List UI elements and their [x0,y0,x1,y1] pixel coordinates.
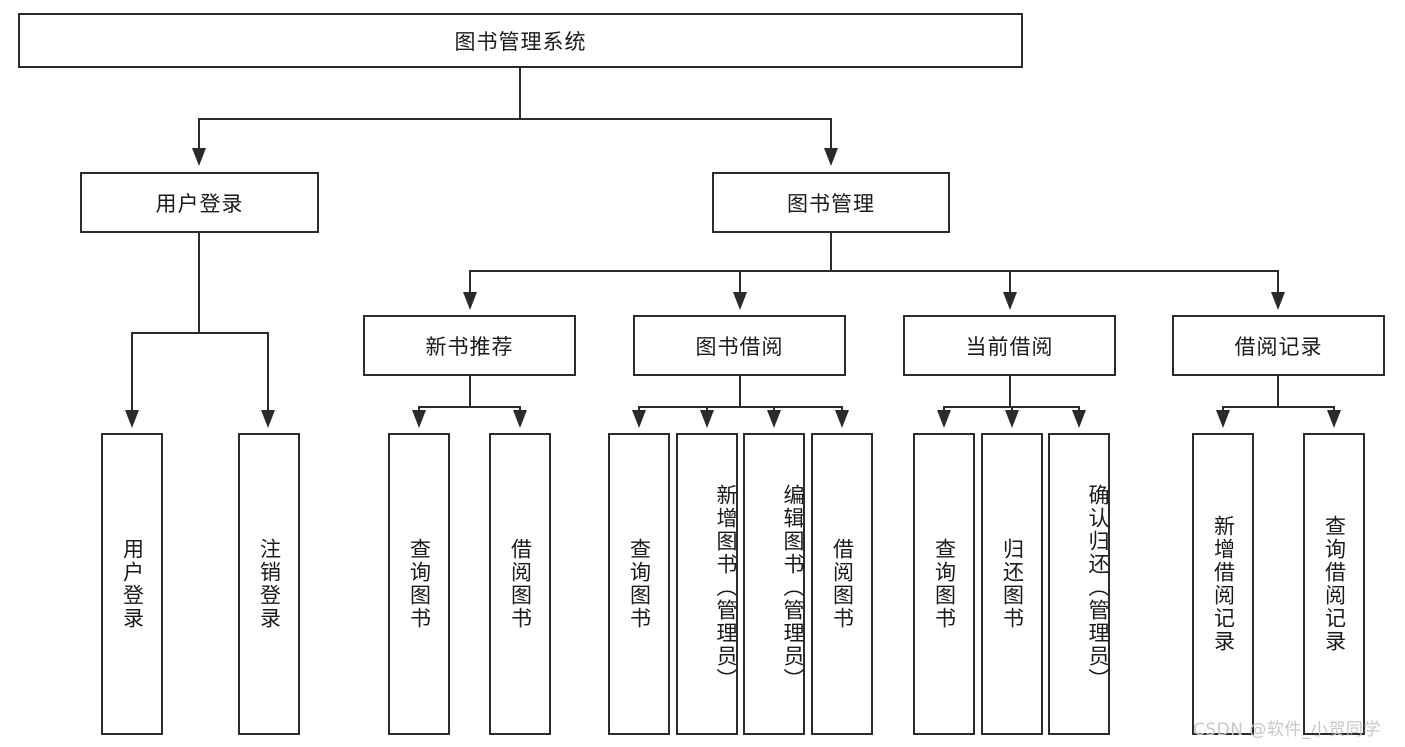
node-label: 用户登录 [120,538,145,630]
arrow-current-borrow-leaf-3 [1072,410,1086,428]
node-label: 确认归还（管理员） [1086,483,1110,691]
edge-book-mgmt-drop-1 [469,270,471,294]
edge-current-borrow-bus [943,406,1078,408]
node-borrow-record[interactable]: 借阅记录 [1172,315,1385,376]
node-label: 用户登录 [155,191,244,216]
edge-root-stem [519,68,521,119]
edge-book-mgmt-bus [469,270,1279,272]
edge-user-login-drop-1 [131,332,133,412]
edge-book-mgmt-stem [830,233,832,272]
leaf-book-borrow-add-book[interactable]: 新增图书（管理员） [676,433,738,735]
node-label: 新书推荐 [425,334,514,359]
leaf-current-borrow-return-book[interactable]: 归还图书 [981,433,1043,735]
arrow-book-borrow-leaf-2 [700,410,714,428]
arrow-root-to-user-login [192,148,206,166]
node-label: 图书管理 [787,191,875,216]
edge-book-borrow-bus [638,406,843,408]
watermark-text: CSDN @软件_小贺同学 [1193,720,1381,740]
node-label: 借阅记录 [1234,334,1323,359]
edge-root-to-book-mgmt [830,118,832,150]
node-label: 借阅图书 [830,538,855,630]
arrow-root-to-book-mgmt [824,148,838,166]
arrow-book-mgmt-to-record [1271,292,1285,310]
arrow-book-borrow-leaf-3 [767,410,781,428]
edge-user-login-stem [198,233,200,333]
arrow-book-mgmt-to-current-borrow [1003,292,1017,310]
leaf-user-login-signout[interactable]: 注销登录 [238,433,300,735]
leaf-new-book-query-book[interactable]: 查询图书 [388,433,450,735]
edge-book-mgmt-drop-2 [739,270,741,294]
node-label: 查询图书 [932,538,957,630]
node-root-library-system[interactable]: 图书管理系统 [18,13,1023,68]
leaf-current-borrow-query-book[interactable]: 查询图书 [913,433,975,735]
leaf-current-borrow-confirm-return[interactable]: 确认归还（管理员） [1048,433,1110,735]
leaf-new-book-borrow-book[interactable]: 借阅图书 [489,433,551,735]
leaf-book-borrow-edit-book[interactable]: 编辑图书（管理员） [743,433,805,735]
node-label: 图书管理系统 [454,29,587,54]
edge-root-bus [198,118,832,120]
arrow-book-mgmt-to-borrow [733,292,747,310]
edge-book-mgmt-drop-4 [1277,270,1279,294]
leaf-book-borrow-borrow-book[interactable]: 借阅图书 [811,433,873,735]
node-label: 注销登录 [257,538,282,630]
node-book-borrow[interactable]: 图书借阅 [633,315,846,376]
node-label: 图书借阅 [695,334,784,359]
arrow-current-borrow-leaf-1 [937,410,951,428]
arrow-new-book-leaf-1 [412,410,426,428]
node-label: 当前借阅 [965,334,1054,359]
leaf-borrow-record-query-record[interactable]: 查询借阅记录 [1303,433,1365,735]
node-label: 编辑图书（管理员） [781,483,805,691]
node-label: 借阅图书 [508,538,533,630]
node-new-book-recommend[interactable]: 新书推荐 [363,315,576,376]
edge-book-mgmt-drop-3 [1009,270,1011,294]
leaf-user-login-signin[interactable]: 用户登录 [101,433,163,735]
node-label: 新增图书（管理员） [714,483,738,691]
node-book-management[interactable]: 图书管理 [712,172,950,233]
arrow-borrow-record-leaf-1 [1216,410,1230,428]
node-label: 查询图书 [627,538,652,630]
leaf-book-borrow-query-book[interactable]: 查询图书 [608,433,670,735]
arrow-book-mgmt-to-new-book [463,292,477,310]
arrow-current-borrow-leaf-2 [1005,410,1019,428]
edge-book-borrow-stem [739,376,741,408]
edge-borrow-record-bus [1222,406,1334,408]
node-current-borrow[interactable]: 当前借阅 [903,315,1116,376]
edge-user-login-bus [131,332,268,334]
edge-root-to-user-login [198,118,200,150]
edge-current-borrow-stem [1009,376,1011,408]
leaf-borrow-record-add-record[interactable]: 新增借阅记录 [1192,433,1254,735]
node-label: 查询图书 [407,538,432,630]
edge-new-book-stem [469,376,471,408]
node-label: 查询借阅记录 [1322,515,1347,653]
edge-borrow-record-stem [1277,376,1279,408]
arrow-new-book-leaf-2 [513,410,527,428]
arrow-user-login-leaf-1 [125,410,139,428]
edge-user-login-drop-2 [267,332,269,412]
arrow-borrow-record-leaf-2 [1327,410,1341,428]
node-label: 归还图书 [1000,538,1025,630]
arrow-user-login-leaf-2 [261,410,275,428]
edge-new-book-bus [418,406,521,408]
node-label: 新增借阅记录 [1211,515,1236,653]
arrow-book-borrow-leaf-4 [835,410,849,428]
arrow-book-borrow-leaf-1 [632,410,646,428]
node-user-login[interactable]: 用户登录 [80,172,319,233]
